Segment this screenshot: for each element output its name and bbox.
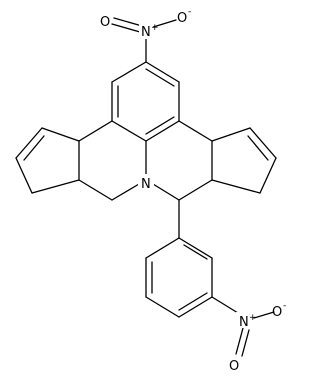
bond-r-4 bbox=[152, 183, 180, 201]
aromatic-ring-central bbox=[111, 61, 180, 142]
cyclopentene-right bbox=[211, 127, 277, 194]
bond-cpr-3 bbox=[259, 157, 277, 194]
bond-cpl-2-inner bbox=[23, 135, 45, 161]
atom-o-top-right: O bbox=[177, 11, 187, 26]
charge-n-bottom: + bbox=[249, 313, 257, 323]
atom-ring-n-bg bbox=[138, 174, 154, 190]
bond-r-3 bbox=[178, 179, 213, 201]
bond-cpl-2 bbox=[15, 127, 43, 159]
bond-r-1 bbox=[178, 120, 213, 142]
structure-canvas: O N + O - N O N + O - bbox=[15, 7, 287, 374]
bond-ph-1-inner bbox=[183, 244, 208, 260]
charge-o-bottom-right: - bbox=[283, 301, 286, 311]
bond-cpr-1 bbox=[211, 127, 251, 142]
bond-ph-4 bbox=[145, 296, 180, 318]
nitrophenyl-ring bbox=[145, 199, 213, 318]
bond-ar-3 bbox=[145, 120, 180, 142]
bond-ph-3 bbox=[178, 296, 213, 318]
bond-ph-3-inner bbox=[178, 292, 208, 311]
bond-n-o-bottom-1 bbox=[235, 327, 244, 355]
atom-n-top-bg bbox=[139, 23, 153, 39]
bond-cpr-2 bbox=[249, 127, 277, 159]
atom-o-bottom-left: O bbox=[229, 359, 239, 374]
atom-o-bottom-right: O bbox=[272, 305, 282, 320]
atom-n-top: N bbox=[141, 25, 151, 40]
bond-ar-1-inner bbox=[145, 68, 175, 87]
bond-ph-6 bbox=[145, 237, 180, 259]
bond-l-1 bbox=[78, 120, 113, 142]
atom-o-top-left: O bbox=[100, 15, 110, 30]
bond-l-4 bbox=[111, 183, 140, 201]
molecule-drawing: O N + O - N O N + O - bbox=[15, 7, 286, 374]
bond-o-n-top-1 bbox=[111, 23, 141, 33]
ring-right-fused bbox=[152, 120, 213, 201]
bond-cpl-1 bbox=[41, 127, 80, 142]
bond-o-n-top-2 bbox=[113, 17, 143, 27]
bond-n-o-top bbox=[149, 19, 177, 29]
bond-n-o-bottom-right bbox=[253, 311, 275, 319]
atom-ring-n: N bbox=[141, 177, 151, 192]
charge-n-top: + bbox=[151, 23, 159, 33]
ring-left-fused bbox=[78, 120, 147, 201]
bond-cpr-4 bbox=[211, 179, 261, 194]
bond-ar-1 bbox=[145, 61, 180, 83]
charge-o-top-right: - bbox=[188, 7, 191, 17]
bond-ph-nitro bbox=[211, 296, 239, 314]
bond-n-o-bottom-2 bbox=[241, 329, 250, 357]
bond-ar-6 bbox=[111, 61, 147, 83]
nitro-group-bottom bbox=[211, 296, 275, 357]
bond-cpl-3 bbox=[15, 157, 33, 194]
bond-cpr-2-inner bbox=[247, 135, 269, 161]
bond-cpl-4 bbox=[31, 179, 80, 194]
atom-n-bottom-bg bbox=[236, 312, 252, 328]
bond-ar-3-inner bbox=[145, 116, 175, 135]
nitro-group-top bbox=[111, 17, 177, 63]
atom-n-bottom: N bbox=[239, 315, 249, 330]
bond-ar-4 bbox=[111, 120, 147, 142]
bond-ph-1 bbox=[178, 237, 213, 259]
bond-l-3 bbox=[78, 179, 113, 201]
cyclopentene-left bbox=[15, 127, 80, 194]
